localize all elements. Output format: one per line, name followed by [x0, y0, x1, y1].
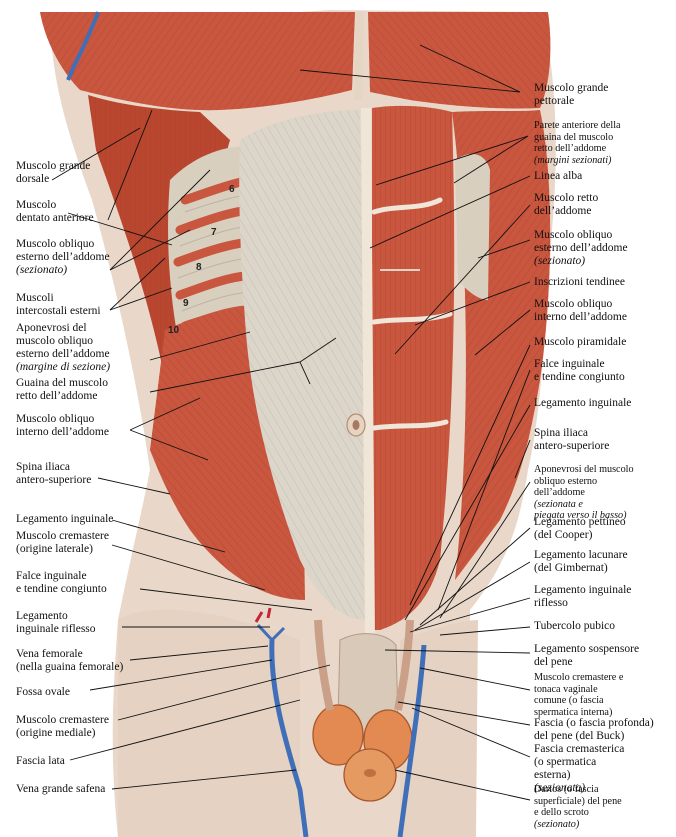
label-cremasteric-fascia: Fascia cremasterica (o spermatica estern…: [534, 743, 625, 794]
label-asis-right: Spina iliaca antero-superiore: [534, 427, 610, 452]
rib-number-7: 7: [211, 227, 217, 238]
label-pectoralis-major: Muscolo grande pettorale: [534, 82, 609, 107]
label-anterior-rectus-sheath: Parete anteriore della guaina del muscol…: [534, 120, 621, 166]
label-internal-oblique-left: Muscolo obliquo interno dell’addome: [16, 413, 109, 438]
label-latissimus-dorsi: Muscolo grande dorsale: [16, 160, 91, 185]
vein-upper-left: [66, 11, 100, 81]
label-lacunar-ligament: Legamento lacunare (del Gimbernat): [534, 549, 628, 574]
leader-lines-right: [299, 44, 531, 801]
artery-left: [254, 607, 272, 623]
femoral-vein-right: [397, 644, 427, 837]
label-great-saphenous-vein: Vena grande safena: [16, 783, 106, 795]
rib-number-9: 9: [183, 298, 189, 309]
label-conjoint-tendon-left: Falce inguinale e tendine congiunto: [16, 570, 107, 595]
label-inguinal-ligament-right: Legamento inguinale: [534, 397, 632, 409]
rib-number-6: 6: [229, 184, 235, 195]
label-dartos: Dartos (o fascia superficiale) del pene …: [534, 784, 622, 830]
label-cremaster-medial: Muscolo cremastere (origine mediale): [16, 714, 109, 739]
label-tendinous-intersections: Inscrizioni tendinee: [534, 276, 626, 288]
rib-number-10: 10: [168, 325, 180, 336]
thigh-right: [400, 620, 478, 837]
label-bucks-fascia: Fascia (o fascia profonda) del pene (del…: [534, 717, 654, 742]
label-internal-oblique-right: Muscolo obliquo interno dell’addome: [534, 298, 627, 323]
label-reflected-inguinal-right: Legamento inguinale riflesso: [534, 584, 632, 609]
label-pyramidalis: Muscolo piramidale: [534, 336, 627, 348]
leader-lines-left: [51, 109, 337, 790]
label-pectineal-ligament: Legamento pettineo (del Cooper): [534, 516, 626, 541]
label-cremaster-lateral: Muscolo cremastere (origine laterale): [16, 530, 109, 555]
label-external-oblique-right: Muscolo obliquo esterno dell’addome(sezi…: [534, 229, 628, 267]
label-aponeurosis-reflected: Aponevrosi del muscolo obliquo esterno d…: [534, 464, 634, 521]
label-rectus-sheath: Guaina del muscolo retto dell’addome: [16, 377, 108, 402]
label-pubic-tubercle: Tubercolo pubico: [534, 620, 616, 632]
label-reflected-inguinal-left: Legamento inguinale riflesso: [16, 610, 96, 635]
femoral-vein-left: [269, 639, 309, 837]
label-external-oblique-left: Muscolo obliquo esterno dell’addome(sezi…: [16, 238, 110, 276]
label-inguinal-ligament-left: Legamento inguinale: [16, 513, 114, 525]
scrotum-left: [312, 704, 364, 766]
label-fascia-lata: Fascia lata: [16, 755, 65, 767]
label-rectus-abdominis: Muscolo retto dell’addome: [534, 192, 599, 217]
label-external-intercostals: Muscoli intercostali esterni: [16, 292, 101, 317]
label-femoral-vein: Vena femorale (nella guaina femorale): [16, 648, 124, 673]
label-serratus-anterior: Muscolo dentato anteriore: [16, 199, 94, 224]
label-conjoint-tendon-right: Falce inguinale e tendine congiunto: [534, 358, 625, 383]
label-cremaster-internal-fascia: Muscolo cremastere e tonaca vaginale com…: [534, 672, 624, 718]
linea-alba: [361, 107, 375, 641]
label-suspensory-ligament: Legamento sospensore del pene: [534, 643, 640, 668]
rib-number-8: 8: [196, 262, 202, 273]
label-aponeurosis-external-oblique: Aponevrosi del muscolo obliquo esterno d…: [16, 322, 111, 373]
label-linea-alba: Linea alba: [534, 170, 583, 182]
label-fossa-ovalis: Fossa ovale: [16, 686, 70, 698]
label-asis-left: Spina iliaca antero-superiore: [16, 461, 92, 486]
rib-zone-right: [455, 154, 490, 300]
